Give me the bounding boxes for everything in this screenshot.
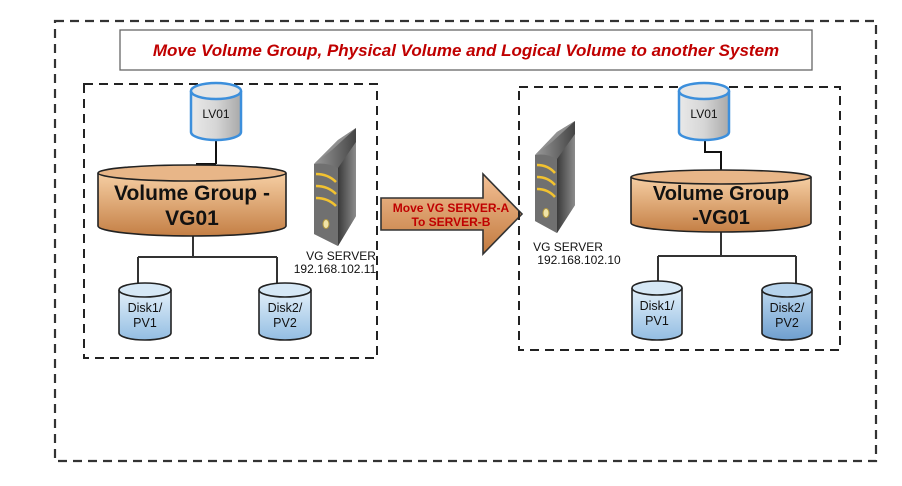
volume-group-a-label-line1: Volume Group - [114,182,270,205]
migration-arrow-label-line1: Move VG SERVER-A [393,201,510,215]
logical-volume-b-label: LV01 [690,107,717,121]
server-a-icon [314,128,356,246]
physical-disk-b-2: Disk2/ PV2 [761,282,813,341]
outer-system-boundary [53,19,878,463]
lv-to-vg-connector-b [704,140,722,171]
disk-a-1-label-line2: PV1 [133,316,157,330]
vg-to-disks-connector-a [137,236,278,287]
logical-volume-a-label: LV01 [202,107,229,121]
physical-disk-a-1: Disk1/ PV1 [118,282,172,341]
server-b-icon [535,121,575,233]
vg-to-disks-connector-b [657,232,797,285]
disk-a-2-label-line2: PV2 [273,316,297,330]
volume-group-b: Volume Group -VG01 [630,169,812,233]
disk-a-1-label-line1: Disk1/ [128,301,163,315]
physical-disk-a-2: Disk2/ PV2 [258,282,312,341]
disk-a-2-label-line1: Disk2/ [268,301,303,315]
server-b-boundary [518,86,841,351]
title-box [119,29,813,71]
migration-arrow-label-line2: To SERVER-B [412,215,491,229]
volume-group-b-label-line1: Volume Group [653,183,789,205]
lv-to-vg-connector-a [196,140,217,165]
server-b-name: VG SERVER [533,240,603,254]
disk-b-2-label-line1: Disk2/ [770,301,805,315]
disk-b-1-label-line1: Disk1/ [640,299,675,313]
physical-disk-b-1: Disk1/ PV1 [631,280,683,341]
disk-b-1-label-line2: PV1 [645,314,669,328]
server-b-ip: 192.168.102.10 [537,253,621,267]
logical-volume-b: LV01 [677,81,731,142]
server-a-ip: 192.168.102.11 [294,262,377,276]
server-a-boundary [83,83,378,359]
diagram-title: Move Volume Group, Physical Volume and L… [153,41,779,60]
volume-group-b-label-line2: -VG01 [692,207,750,229]
logical-volume-a: LV01 [189,81,243,142]
disk-b-2-label-line2: PV2 [775,316,799,330]
volume-group-a-label-line2: VG01 [165,207,219,230]
volume-group-a: Volume Group - VG01 [97,164,287,237]
server-a-name: VG SERVER [306,249,376,263]
migration-arrow: Move VG SERVER-A To SERVER-B [380,172,524,256]
